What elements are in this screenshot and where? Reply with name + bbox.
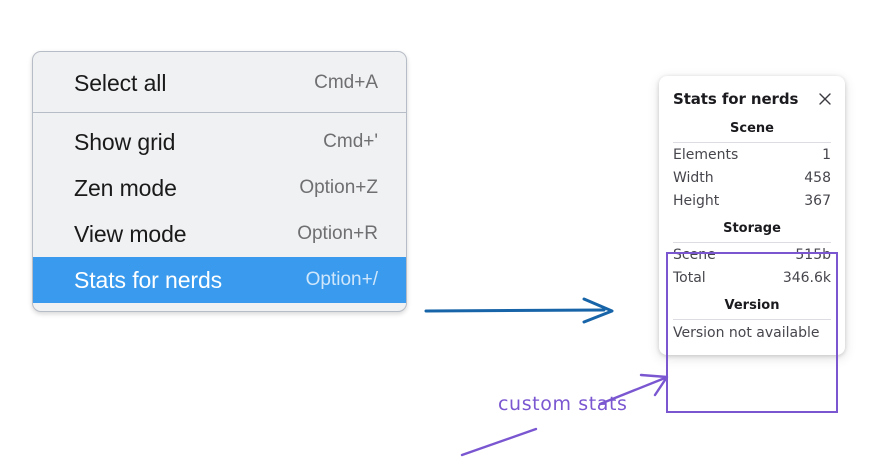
section-divider <box>673 142 831 143</box>
stat-value: 367 <box>804 193 831 209</box>
stat-row-height: Height 367 <box>670 189 834 212</box>
stats-panel-body: Scene Elements 1 Width 458 Height 367 St… <box>659 112 845 343</box>
menu-item-shortcut: Cmd+' <box>323 131 378 152</box>
close-icon[interactable] <box>817 91 833 107</box>
menu-item-label: View mode <box>74 220 187 247</box>
menu-item-label: Zen mode <box>74 174 177 201</box>
menu-section-2: Show grid Cmd+' Zen mode Option+Z View m… <box>33 113 406 311</box>
menu-item-select-all[interactable]: Select all Cmd+A <box>33 60 406 106</box>
stats-panel-title: Stats for nerds <box>673 90 799 108</box>
stat-key: Scene <box>673 247 716 263</box>
menu-item-show-grid[interactable]: Show grid Cmd+' <box>33 119 406 165</box>
section-divider <box>673 319 831 320</box>
menu-item-shortcut: Option+/ <box>305 269 378 290</box>
stats-section-heading-version: Version <box>724 298 780 313</box>
stat-key: Elements <box>673 147 739 163</box>
menu-item-shortcut: Cmd+A <box>314 72 378 93</box>
menu-item-label: Select all <box>74 69 167 96</box>
stat-row-elements: Elements 1 <box>670 143 834 166</box>
menu-section-1: Select all Cmd+A <box>33 52 406 112</box>
stat-row-total: Total 346.6k <box>670 266 834 289</box>
stat-value: 346.6k <box>782 270 831 286</box>
stats-section-heading-storage: Storage <box>723 221 781 236</box>
menu-item-stats-for-nerds[interactable]: Stats for nerds Option+/ <box>33 257 406 303</box>
version-not-available-text: Version not available <box>673 325 820 341</box>
stat-row-scene: Scene 515b <box>670 243 834 266</box>
menu-item-label: Stats for nerds <box>74 266 223 293</box>
stat-key: Width <box>673 170 714 186</box>
menu-item-zen-mode[interactable]: Zen mode Option+Z <box>33 165 406 211</box>
menu-item-label: Show grid <box>74 128 176 155</box>
purple-underline-stroke <box>460 427 538 457</box>
menu-item-view-mode[interactable]: View mode Option+R <box>33 211 406 257</box>
context-menu[interactable]: Select all Cmd+A Show grid Cmd+' Zen mod… <box>32 51 407 312</box>
menu-item-shortcut: Option+R <box>297 223 378 244</box>
stat-value: 1 <box>822 147 831 163</box>
stats-for-nerds-panel: Stats for nerds Scene Elements 1 Width 4… <box>659 76 845 355</box>
stats-section-heading-scene: Scene <box>730 121 774 136</box>
stat-value: 515b <box>795 247 831 263</box>
stat-value: 458 <box>804 170 831 186</box>
stat-key: Height <box>673 193 720 209</box>
stats-panel-titlebar: Stats for nerds <box>659 86 845 112</box>
section-divider <box>673 242 831 243</box>
menu-divider <box>33 112 406 113</box>
stat-row-width: Width 458 <box>670 166 834 189</box>
stat-key: Total <box>673 270 706 286</box>
custom-stats-annotation-label: custom stats <box>498 393 628 415</box>
menu-item-shortcut: Option+Z <box>299 177 378 198</box>
blue-pointer-arrow <box>424 297 614 324</box>
